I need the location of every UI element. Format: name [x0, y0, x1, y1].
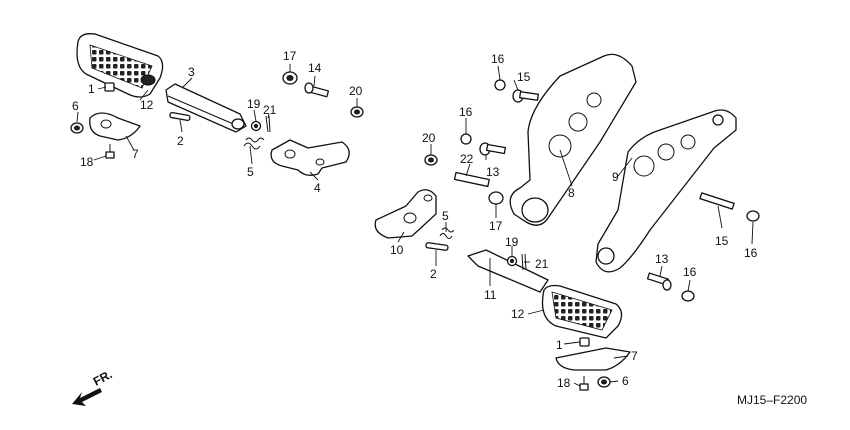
collar-17-center — [488, 191, 504, 205]
collar-17-left — [282, 71, 298, 85]
callout-2-left: 2 — [177, 134, 184, 148]
callout-16-mid: 16 — [459, 105, 473, 119]
callout-20-left: 20 — [349, 84, 363, 98]
pin-left — [169, 111, 191, 122]
callout-3: 3 — [188, 65, 195, 79]
collar-right — [579, 337, 590, 347]
callout-19-left: 19 — [247, 97, 261, 111]
callout-12-left: 12 — [140, 98, 154, 112]
step-bracket-right — [509, 53, 637, 226]
callout-11: 11 — [484, 288, 497, 302]
callout-7-right: 7 — [631, 349, 638, 363]
bolt-22 — [453, 171, 490, 188]
callout-2-right: 2 — [430, 267, 437, 281]
diagram-code: MJ15–F2200 — [737, 393, 807, 407]
bolt-13-upper — [479, 142, 507, 156]
bolt-14 — [304, 82, 330, 98]
washer-19-right — [506, 255, 518, 267]
callout-19-right: 19 — [505, 235, 519, 249]
collar-16-right — [746, 210, 760, 222]
callout-22: 22 — [460, 152, 474, 166]
callout-16-right: 16 — [744, 246, 758, 260]
bolt-15-upper — [512, 89, 539, 103]
callout-7-left: 7 — [132, 147, 139, 161]
collar-16-mid — [460, 133, 472, 145]
pin-right — [425, 242, 449, 251]
washer-19-left — [250, 120, 262, 132]
callout-1-right: 1 — [556, 338, 563, 352]
step-holder-right — [374, 189, 437, 239]
callout-16-upper: 16 — [491, 52, 505, 66]
callout-13-upper: 13 — [486, 165, 500, 179]
cotter-pin-left — [265, 115, 271, 133]
callout-15-lower: 15 — [715, 234, 729, 248]
spring-left — [243, 137, 265, 150]
callout-15-upper: 15 — [517, 70, 531, 84]
step-bracket-left — [595, 109, 737, 273]
callout-18-left: 18 — [80, 155, 94, 169]
nut-20-center — [424, 154, 438, 166]
direction-label: FR. — [91, 367, 115, 388]
callout-labels: 1 12 6 7 18 3 2 19 21 5 4 17 14 20 16 15… — [72, 49, 758, 390]
spring-right — [439, 227, 455, 239]
callout-20-center: 20 — [422, 131, 436, 145]
callout-21-left: 21 — [263, 103, 277, 117]
washer-right — [597, 376, 611, 388]
callout-16-lower: 16 — [683, 265, 697, 279]
step-holder-left — [270, 139, 350, 176]
callout-18-right: 18 — [557, 376, 571, 390]
collar-16-upper — [494, 79, 506, 91]
arrow-icon — [72, 388, 102, 406]
callout-5-left: 5 — [247, 165, 254, 179]
bolt-15-lower — [699, 192, 735, 210]
footpeg-rubber-right — [541, 284, 623, 339]
callout-13-lower: 13 — [655, 252, 669, 266]
footpeg-bracket-left — [89, 112, 141, 141]
callout-17-left: 17 — [283, 49, 297, 63]
callout-6-left: 6 — [72, 99, 79, 113]
collar-16-lower — [681, 290, 695, 302]
callout-1-left: 1 — [88, 82, 95, 96]
callout-14: 14 — [308, 61, 322, 75]
leader-lines — [76, 64, 754, 387]
collar-left — [104, 82, 115, 92]
washer-left — [70, 122, 84, 134]
callout-6-right: 6 — [622, 374, 629, 388]
nut-20-left — [350, 106, 364, 118]
callout-12-right: 12 — [511, 307, 525, 321]
callout-4: 4 — [314, 181, 321, 195]
footpeg-bracket-right — [555, 347, 631, 371]
callout-5-right: 5 — [442, 209, 449, 223]
callout-9: 9 — [612, 170, 619, 184]
footpeg-arm — [165, 83, 247, 133]
bolt-left — [105, 144, 115, 159]
footpeg-arm-right — [467, 249, 549, 293]
callout-8: 8 — [568, 186, 575, 200]
bolt-13-lower — [646, 272, 672, 291]
footpeg-rubber-left — [76, 33, 164, 98]
front-direction-indicator: FR. — [72, 367, 114, 406]
callout-17-center: 17 — [489, 219, 503, 233]
callout-10: 10 — [390, 243, 404, 257]
callout-21-right: 21 — [535, 257, 549, 271]
bolt-right — [579, 376, 589, 391]
